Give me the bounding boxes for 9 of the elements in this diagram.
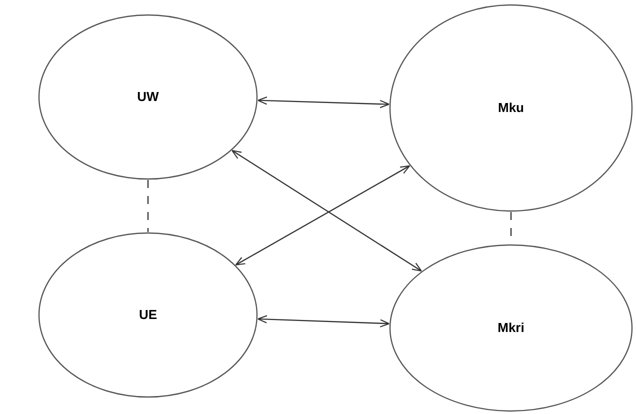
arrow — [235, 165, 410, 266]
node-label: UW — [137, 88, 159, 106]
node-label: Mku — [498, 99, 524, 118]
arrow — [257, 96, 390, 108]
node-label: UE — [138, 306, 158, 324]
arrow — [257, 315, 390, 328]
dashed-line — [147, 180, 149, 232]
arrow — [232, 150, 422, 272]
node-label: Mkri — [498, 319, 524, 338]
